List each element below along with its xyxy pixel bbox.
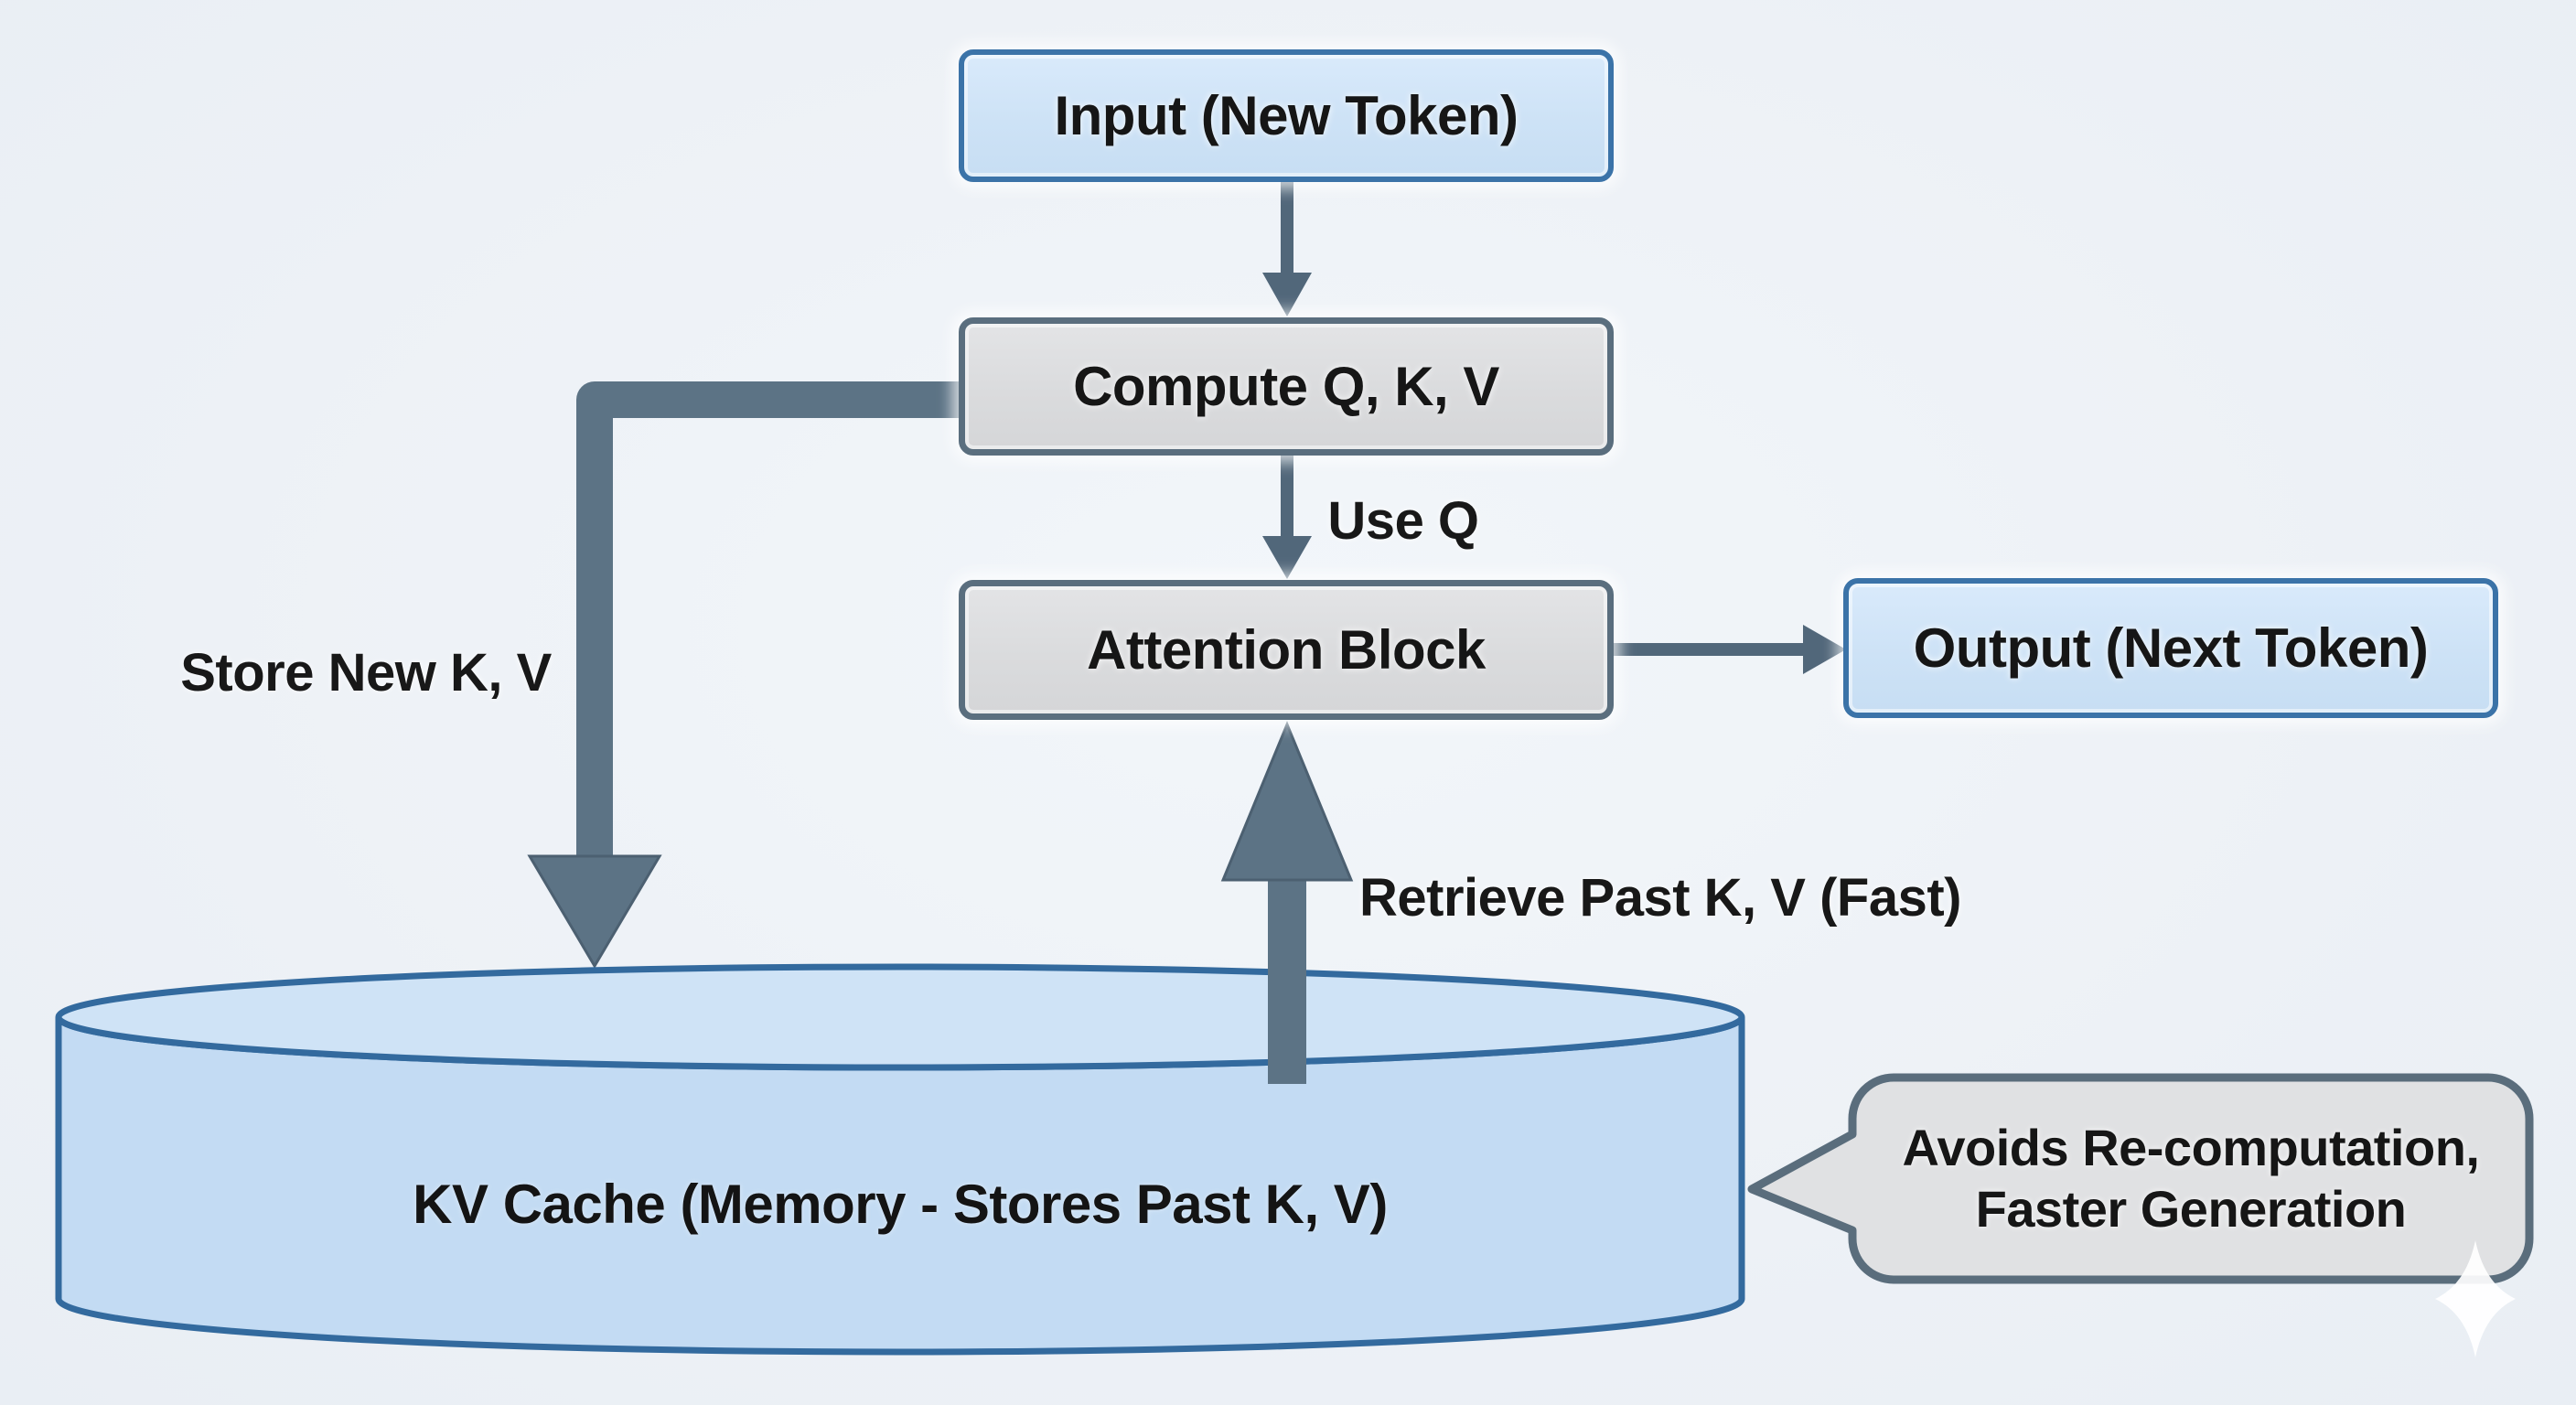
node-compute-qkv-label: Compute Q, K, V xyxy=(1073,356,1499,417)
edge-label-store-new-kv: Store New K, V xyxy=(180,643,552,702)
edge-label-retrieve-past-kv: Retrieve Past K, V (Fast) xyxy=(1359,868,1961,928)
edge-kvcache-to-attention-arrow xyxy=(1220,721,1354,1084)
node-output-label: Output (Next Token) xyxy=(1913,617,2429,679)
sparkle-icon xyxy=(2435,1240,2516,1357)
node-output: Output (Next Token) xyxy=(1843,578,2498,718)
edge-compute-to-kvcache-arrow xyxy=(527,381,962,969)
node-compute-qkv: Compute Q, K, V xyxy=(959,317,1614,456)
edge-attention-to-output-arrow xyxy=(1613,625,1846,674)
callout-bubble xyxy=(1747,1073,2534,1284)
node-input: Input (New Token) xyxy=(959,49,1614,182)
edge-compute-to-attention-arrow xyxy=(1262,454,1312,579)
node-input-label: Input (New Token) xyxy=(1054,85,1519,146)
callout-line-2: Faster Generation xyxy=(1975,1179,2407,1238)
callout-text: Avoids Re-computation, Faster Generation xyxy=(1852,1078,2529,1280)
edge-input-to-compute-arrow xyxy=(1262,180,1312,316)
cylinder-top-face xyxy=(55,963,1745,1071)
cylinder-kv-cache-label: KV Cache (Memory - Stores Past K, V) xyxy=(413,1174,1388,1235)
callout-line-1: Avoids Re-computation, xyxy=(1902,1119,2480,1177)
node-attention-block: Attention Block xyxy=(959,580,1614,720)
node-attention-block-label: Attention Block xyxy=(1087,619,1486,681)
cylinder-kv-cache xyxy=(55,963,1745,1356)
edge-label-use-q: Use Q xyxy=(1327,491,1479,551)
